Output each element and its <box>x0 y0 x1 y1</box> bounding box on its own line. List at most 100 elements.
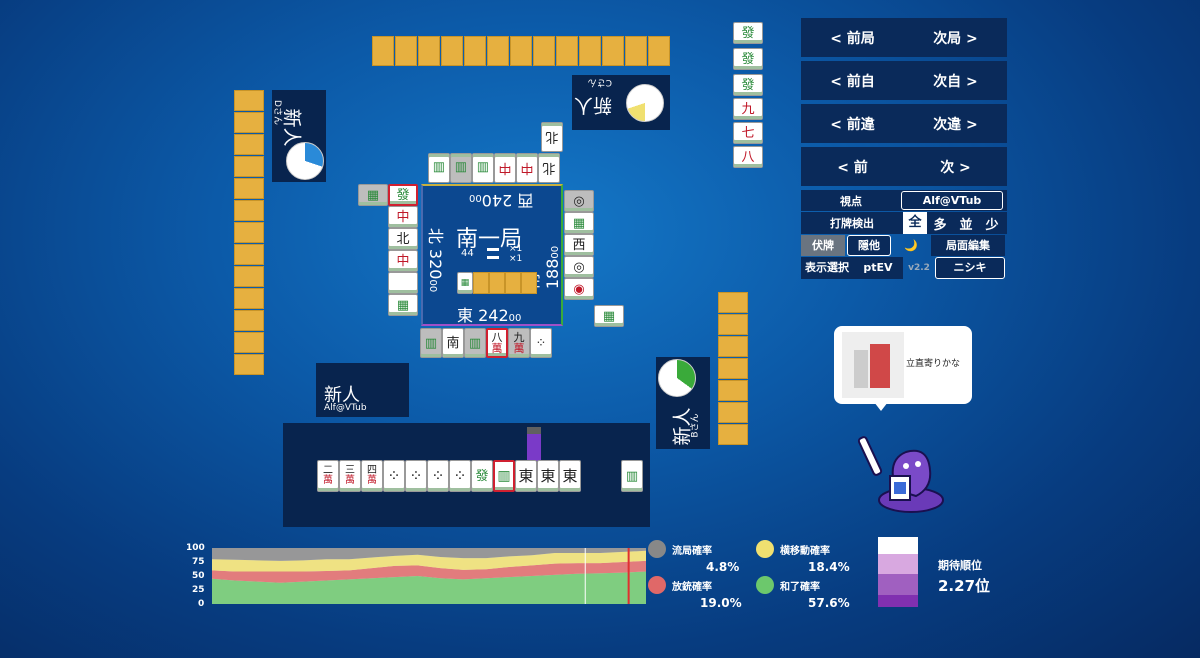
viewpoint-select[interactable]: Alf@VTub <box>901 191 1003 210</box>
riichi-count: ×1 <box>509 254 523 264</box>
honba-count: ×1 <box>509 244 523 254</box>
player-left-pie <box>286 142 324 180</box>
next-self-button[interactable]: 次自 > <box>933 73 978 90</box>
discard-tile: 九萬 <box>508 328 530 358</box>
hand-tile[interactable]: ⁘ <box>405 460 427 492</box>
discard-tile: ▥ <box>464 328 486 358</box>
fuse-button[interactable]: 伏牌 <box>801 235 845 256</box>
hand-tile[interactable]: 二萬 <box>317 460 339 492</box>
prev-diff-button[interactable]: < 前違 <box>830 116 875 133</box>
rank-bar-3 <box>878 573 918 596</box>
yoko-dot <box>756 540 774 558</box>
fuse-row: 伏牌 隠他 🌙 局面編集 <box>801 235 1007 256</box>
north-score-small: 00 <box>427 279 439 293</box>
detect-all-button[interactable]: 全 <box>903 212 927 234</box>
prev-round-button[interactable]: < 前局 <box>830 30 875 47</box>
advice-mini-chart <box>842 332 904 398</box>
self-nav: < 前自 次自 > <box>801 61 1007 100</box>
east-score-text: 東 242 <box>457 306 509 325</box>
detect-few-button[interactable]: 少 <box>985 217 999 233</box>
hidden-tile <box>234 178 264 199</box>
edit-button[interactable]: 局面編集 <box>931 235 1005 256</box>
right-discard-extra: ▦ <box>594 305 624 327</box>
left-opponent-hand <box>234 90 264 376</box>
riichi-stick-icon <box>487 256 499 259</box>
hand-tile[interactable]: 東 <box>515 460 537 492</box>
top-discards: 北 中 中 ▥ ▥ ▥ <box>428 153 560 183</box>
hand-tile[interactable]: 三萬 <box>339 460 361 492</box>
hidden-tile <box>718 402 748 423</box>
hidden-tile <box>234 244 264 265</box>
discard-tile <box>388 272 418 294</box>
y-tick-25: 25 <box>192 585 205 595</box>
hand-tile[interactable]: 四萬 <box>361 460 383 492</box>
hidden-tile <box>602 36 624 66</box>
hand-tile[interactable]: 東 <box>537 460 559 492</box>
detect-normal-button[interactable]: 並 <box>959 217 973 233</box>
moon-icon[interactable]: 🌙 <box>904 239 918 252</box>
hand-tile[interactable]: 東 <box>559 460 581 492</box>
drawn-tile[interactable]: ▥ <box>621 460 643 492</box>
series-area <box>212 550 646 572</box>
meld-tile: 九 <box>733 98 763 120</box>
hide-select[interactable]: 隠他 <box>847 235 891 256</box>
hidden-tile <box>718 292 748 313</box>
ptev-button[interactable]: ptEV <box>853 257 903 279</box>
hand-tile[interactable]: 發 <box>471 460 493 492</box>
player-top-name: Cさん <box>587 77 612 87</box>
display-row: 表示選択 ptEV v2.2 ニシキ <box>801 257 1007 279</box>
nav-panel: < 前局 次局 > < 前自 次自 > < 前違 次違 > < 前 次 > 視点… <box>801 18 1007 279</box>
next-diff-button[interactable]: 次違 > <box>933 116 978 133</box>
meld-tile: 發 <box>733 22 763 44</box>
discard-tile: ◎ <box>564 256 594 278</box>
dead-wall-tile <box>473 272 489 294</box>
hidden-tile <box>372 36 394 66</box>
rank-bar-1 <box>878 537 918 554</box>
next-round-button[interactable]: 次局 > <box>933 30 978 47</box>
hidden-tile <box>718 424 748 445</box>
round-label: 南一局 <box>456 227 523 252</box>
hand-tile[interactable]: ⁘ <box>427 460 449 492</box>
meld-tile: 七 <box>733 122 763 144</box>
player-right-name: Bさん <box>690 413 701 438</box>
detect-many-button[interactable]: 多 <box>933 217 947 233</box>
meld-tile: 發 <box>733 74 763 96</box>
display-select-button[interactable]: 表示選択 <box>801 257 853 279</box>
hidden-tile <box>234 332 264 353</box>
discard-tile: 北 <box>538 153 560 183</box>
left-discard-extra: ▦ <box>358 184 388 206</box>
series-area <box>212 548 646 561</box>
hand-tile[interactable]: ▥ <box>493 460 515 492</box>
discard-tile: 八萬 <box>486 328 508 358</box>
viewpoint-label: 視点 <box>840 194 862 208</box>
prev-button[interactable]: < 前 <box>837 159 868 176</box>
meld-tile: 八 <box>733 146 763 168</box>
y-tick-50: 50 <box>192 571 205 581</box>
next-button[interactable]: 次 > <box>940 159 971 176</box>
houjuu-value: 19.0% <box>700 596 742 610</box>
dora-indicator-row: ▦ <box>457 272 537 294</box>
hidden-tile <box>718 314 748 335</box>
hidden-tile <box>234 112 264 133</box>
hand-tile[interactable]: ⁘ <box>383 460 405 492</box>
dora-tile: ▦ <box>457 272 473 294</box>
discard-tile: 西 <box>564 234 594 256</box>
mode-select[interactable]: ニシキ <box>935 257 1005 279</box>
hand-tile[interactable]: ⁘ <box>449 460 471 492</box>
y-tick-75: 75 <box>192 557 205 567</box>
player-self-rank: 新人 <box>324 385 360 406</box>
hidden-tile <box>234 134 264 155</box>
hidden-tile <box>579 36 601 66</box>
chart-plot <box>212 548 646 604</box>
advice-bubble: 立直寄りかな <box>834 326 972 411</box>
self-hand-area: 二萬三萬四萬⁘⁘⁘⁘發▥東東東 ▥ <box>283 423 650 527</box>
hidden-tile <box>441 36 463 66</box>
ryuukyoku-label: 流局確率 <box>672 546 712 557</box>
series-area <box>212 560 646 583</box>
version-label: v2.2 <box>908 263 930 273</box>
hidden-tile <box>234 222 264 243</box>
agari-value: 57.6% <box>808 596 850 610</box>
prev-self-button[interactable]: < 前自 <box>830 73 875 90</box>
detect-label: 打牌検出 <box>830 217 874 230</box>
mascot-icon <box>856 430 946 518</box>
